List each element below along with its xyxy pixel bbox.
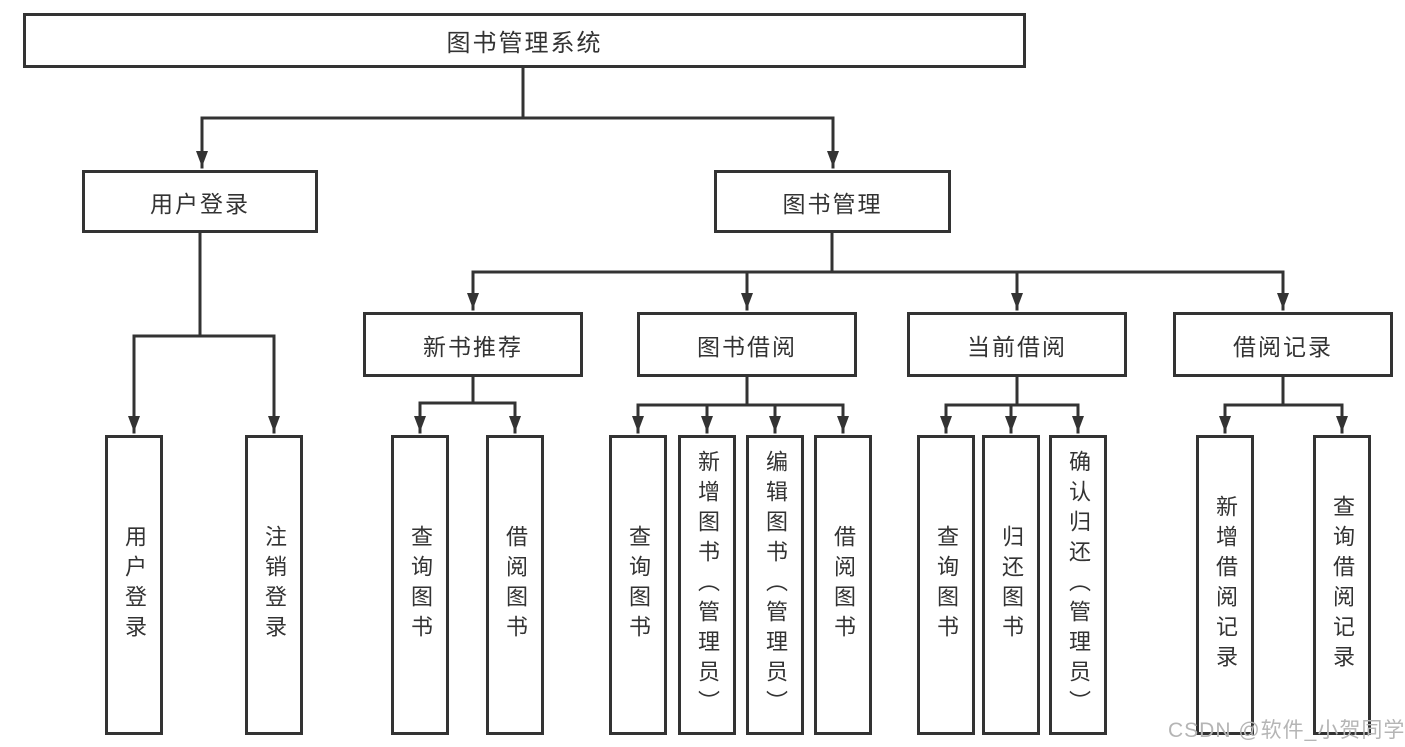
node-leaf-user-login: 用户登录 — [105, 435, 163, 735]
node-current-borrow: 当前借阅 — [907, 312, 1127, 377]
node-leaf-borrow-book: 借阅图书 — [814, 435, 872, 735]
node-user-login: 用户登录 — [82, 170, 318, 233]
node-leaf-confirm-return-admin: 确认归还（管理员） — [1049, 435, 1107, 735]
node-leaf-query-book-current: 查询图书 — [917, 435, 975, 735]
node-leaf-borrow-book-recommend: 借阅图书 — [486, 435, 544, 735]
node-book-borrow: 图书借阅 — [637, 312, 857, 377]
node-leaf-add-borrow-record: 新增借阅记录 — [1196, 435, 1254, 735]
node-leaf-add-book-admin: 新增图书（管理员） — [678, 435, 736, 735]
node-library-management-system: 图书管理系统 — [23, 13, 1026, 68]
node-leaf-return-book: 归还图书 — [982, 435, 1040, 735]
node-leaf-query-book-borrow: 查询图书 — [609, 435, 667, 735]
node-new-book-recommend: 新书推荐 — [363, 312, 583, 377]
node-leaf-edit-book-admin: 编辑图书（管理员） — [746, 435, 804, 735]
csdn-watermark: CSDN @软件_小贺同学 — [1168, 719, 1405, 742]
node-leaf-logout: 注销登录 — [245, 435, 303, 735]
node-borrow-record: 借阅记录 — [1173, 312, 1393, 377]
node-leaf-query-borrow-record: 查询借阅记录 — [1313, 435, 1371, 735]
node-book-management: 图书管理 — [714, 170, 951, 233]
node-leaf-query-book-recommend: 查询图书 — [391, 435, 449, 735]
